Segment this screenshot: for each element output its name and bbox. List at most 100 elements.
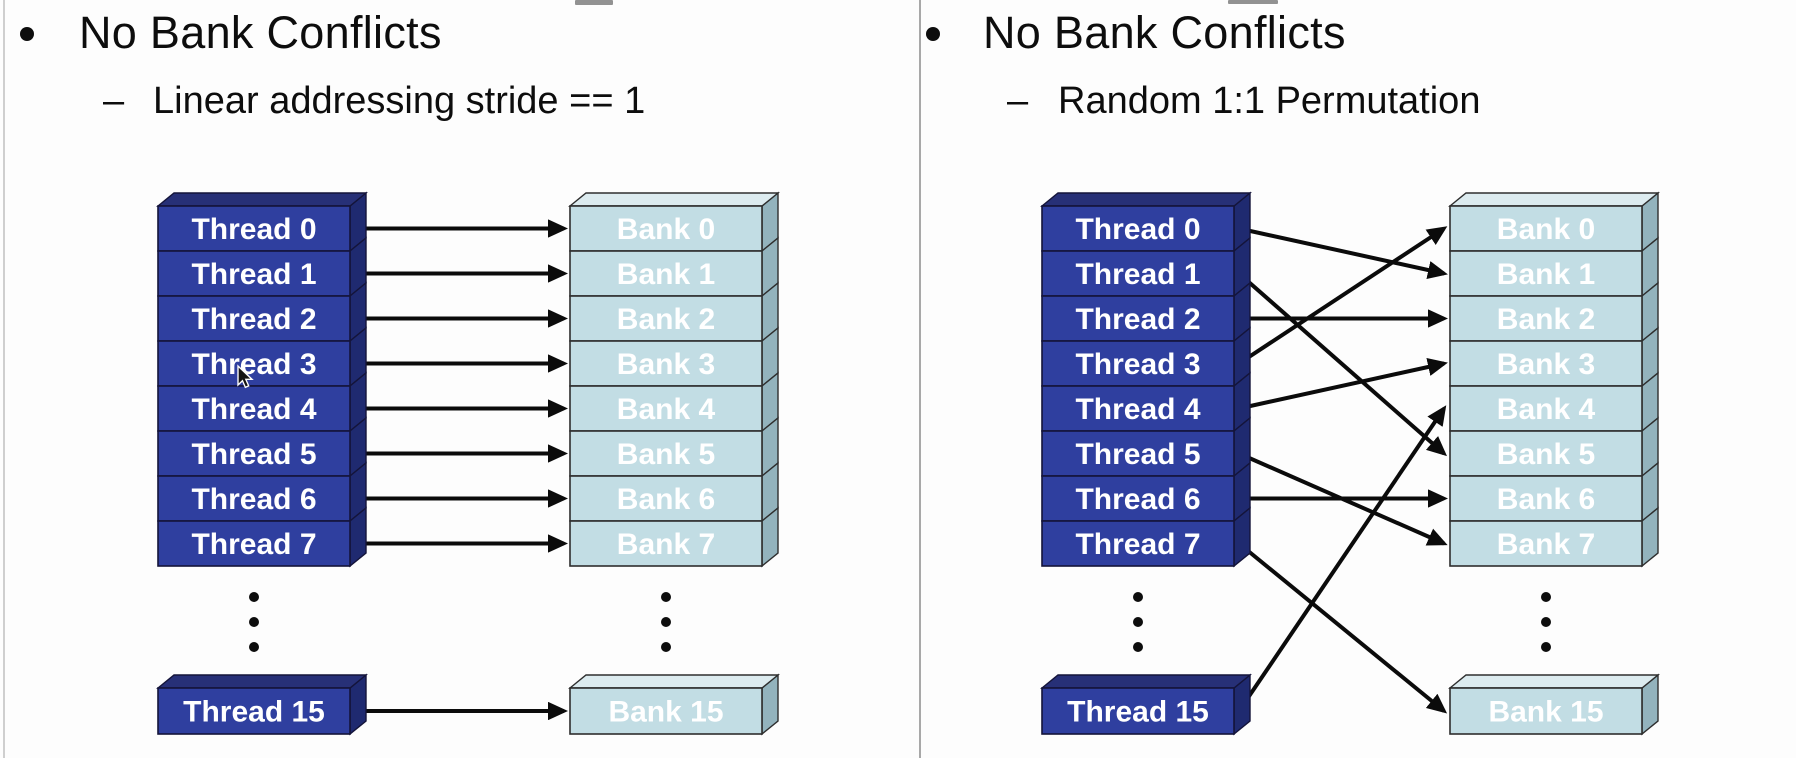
thread-stack: Thread 0 Thread 1 Thread 2 Thread 3 Thread 4…	[156, 191, 368, 736]
thread-top-bevel	[156, 192, 368, 207]
bank-tail-box	[569, 687, 763, 735]
bank-label: Bank 7	[1497, 528, 1595, 561]
mapping-arrow	[1237, 405, 1447, 713]
bank-tail-top-bevel	[1448, 674, 1660, 689]
bank-box	[1449, 475, 1643, 522]
bank-label: Bank 5	[1497, 438, 1595, 471]
mouse-cursor[interactable]	[237, 364, 254, 389]
ellipsis-dot	[249, 617, 259, 627]
thread-tail-label: Thread 15	[1067, 696, 1209, 729]
thread-label: Thread 0	[1075, 213, 1200, 246]
thread-top-bevel	[1040, 192, 1252, 207]
thread-box	[1041, 475, 1235, 522]
video-artifact	[575, 0, 613, 5]
bank-label: Bank 3	[617, 348, 715, 381]
thread-label: Thread 4	[191, 393, 316, 426]
thread-box	[157, 385, 351, 432]
left-panel-title: No Bank Conflicts	[79, 7, 442, 58]
ellipsis-dot	[1133, 617, 1143, 627]
bank-tail-box	[1449, 687, 1643, 735]
right-sub-bullet-dash: –	[1007, 80, 1029, 122]
bank-box	[1449, 385, 1643, 432]
mapping-arrows	[364, 219, 568, 721]
bank-label: Bank 6	[1497, 483, 1595, 516]
bullet-icon	[20, 27, 34, 41]
bank-top-bevel	[568, 192, 780, 207]
thread-label: Thread 7	[1075, 528, 1200, 561]
video-artifact	[1228, 0, 1278, 4]
thread-label: Thread 2	[191, 303, 316, 336]
bank-label: Bank 4	[1497, 393, 1596, 426]
bank-label: Bank 4	[617, 393, 716, 426]
frame-left-edge-line	[3, 0, 5, 758]
mapping-arrows	[1237, 226, 1448, 714]
bank-tail-top-bevel	[568, 674, 780, 689]
bank-label: Bank 2	[1497, 303, 1595, 336]
thread-label: Thread 1	[1075, 258, 1200, 291]
thread-box	[157, 295, 351, 342]
thread-tail-top-bevel	[1040, 674, 1252, 689]
thread-label: Thread 3	[1075, 348, 1200, 381]
thread-label: Thread 5	[1075, 438, 1200, 471]
bank-label: Bank 1	[1497, 258, 1595, 291]
bank-box	[1449, 205, 1643, 252]
panel-divider	[919, 0, 921, 758]
thread-box	[157, 475, 351, 522]
bank-box	[569, 385, 763, 432]
ellipsis-dot	[1133, 642, 1143, 652]
bank-box	[569, 520, 763, 567]
thread-box	[157, 250, 351, 297]
thread-box	[157, 205, 351, 252]
bank-label: Bank 7	[617, 528, 715, 561]
ellipsis-dot	[1133, 592, 1143, 602]
bank-label: Bank 0	[617, 213, 715, 246]
thread-label: Thread 6	[191, 483, 316, 516]
bank-box	[569, 250, 763, 297]
thread-label: Thread 0	[191, 213, 316, 246]
bank-label: Bank 2	[617, 303, 715, 336]
ellipsis-dot	[249, 592, 259, 602]
bank-box	[1449, 430, 1643, 477]
thread-box	[1041, 340, 1235, 387]
bank-box	[569, 205, 763, 252]
left-panel-diagram: Thread 0 Thread 1 Thread 2 Thread 3 Thread 4…	[156, 191, 780, 736]
ellipsis-dot	[661, 642, 671, 652]
bank-stack: Bank 0 Bank 1 Bank 2 Bank 3 Bank 4 Bank 5 Bank…	[1448, 191, 1660, 736]
bank-top-bevel	[1448, 192, 1660, 207]
bank-tail-label: Bank 15	[608, 696, 723, 729]
bank-label: Bank 6	[617, 483, 715, 516]
thread-label: Thread 7	[191, 528, 316, 561]
bullet-icon	[926, 27, 940, 41]
bank-box	[1449, 250, 1643, 297]
bank-stack: Bank 0 Bank 1 Bank 2 Bank 3 Bank 4 Bank 5 Bank…	[568, 191, 780, 736]
ellipsis-dot	[1541, 617, 1551, 627]
bank-box	[569, 340, 763, 387]
thread-tail-box	[157, 687, 351, 735]
cursor-arrow-icon	[237, 364, 254, 389]
thread-label: Thread 6	[1075, 483, 1200, 516]
bank-label: Bank 5	[617, 438, 715, 471]
thread-label: Thread 3	[191, 348, 316, 381]
thread-label: Thread 5	[191, 438, 316, 471]
thread-box	[1041, 295, 1235, 342]
thread-tail-top-bevel	[156, 674, 368, 689]
thread-box	[157, 520, 351, 567]
thread-box	[157, 430, 351, 477]
bank-label: Bank 0	[1497, 213, 1595, 246]
bank-label: Bank 1	[617, 258, 715, 291]
thread-box	[1041, 520, 1235, 567]
thread-label: Thread 1	[191, 258, 316, 291]
bank-box	[569, 295, 763, 342]
mapping-arrow	[1238, 357, 1448, 411]
mapping-arrow	[1238, 226, 1448, 280]
thread-tail-label: Thread 15	[183, 696, 325, 729]
ellipsis-dot	[1541, 642, 1551, 652]
bank-label: Bank 3	[1497, 348, 1595, 381]
ellipsis-dot	[1541, 592, 1551, 602]
left-sub-bullet-dash: –	[103, 80, 125, 122]
ellipsis-dot	[661, 617, 671, 627]
